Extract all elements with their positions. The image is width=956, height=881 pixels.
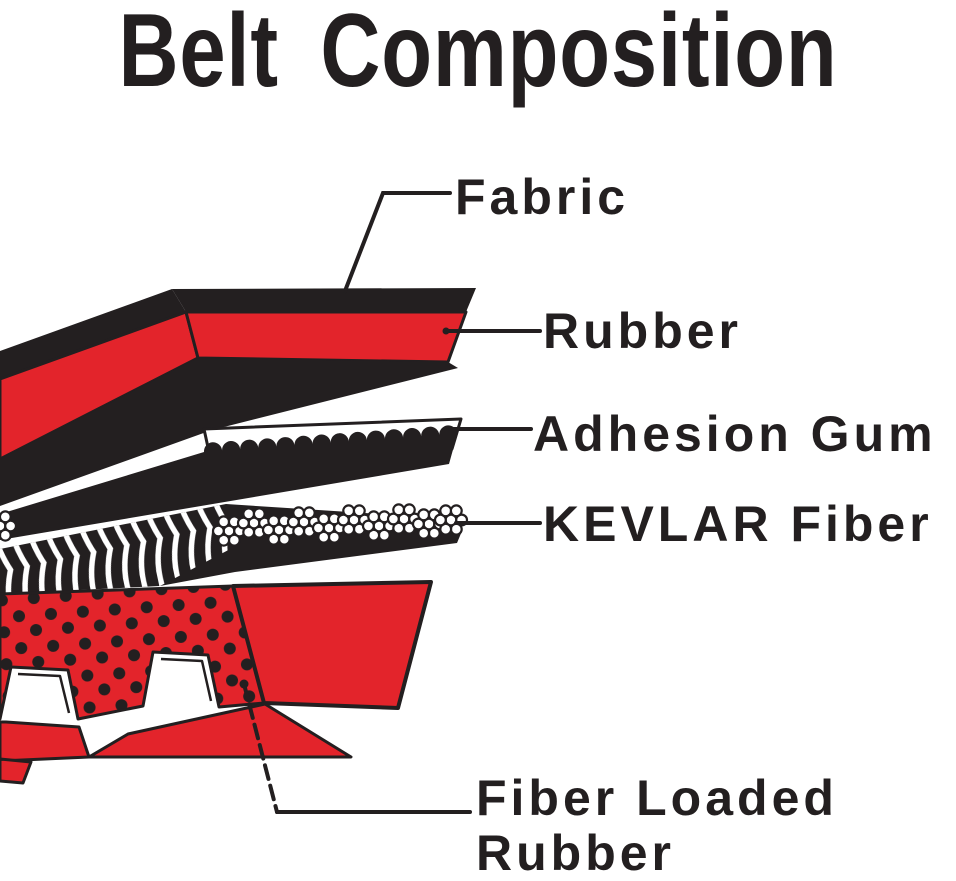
rubber-face [184,310,468,364]
layer-kevlar-fiber [0,503,469,594]
cog-bottom-edge-strip [87,702,353,759]
layer-adhesion-gum [0,417,463,540]
cog-notch-inner-edge-1 [160,657,213,702]
label-adhesion-gum: Adhesion Gum [533,406,937,462]
cog-notch-inner-edge-2 [17,672,71,714]
label-rubber: Rubber [543,303,742,359]
fabric-top-surface-left-arm [0,289,186,379]
layer-fabric-rubber-slab [0,288,476,506]
slab-underside [0,358,458,506]
fiber-rubber-cut-face [231,580,433,710]
label-kevlar-fiber: KEVLAR Fiber [543,496,933,552]
fabric-leader-line [343,191,452,293]
label-fiber-loaded-rubber: Fiber Loaded Rubber [476,770,838,881]
fiber-rubber-dotted-body [0,584,266,721]
fiber-rubber-leader-diagonal [242,682,279,814]
layer-fiber-loaded-rubber [0,580,433,785]
kevlar-twisted-rope-texture [0,504,236,594]
leader-lines [239,191,542,814]
adhesion-gum-scallop-band [0,425,458,540]
page-title: Belt Composition [118,0,838,109]
fabric-top-surface [172,288,476,312]
cog-tooth-b [0,757,33,785]
cog-tooth-a [0,720,91,763]
label-fabric: Fabric [455,169,630,225]
rubber-leader-tip [442,327,450,335]
